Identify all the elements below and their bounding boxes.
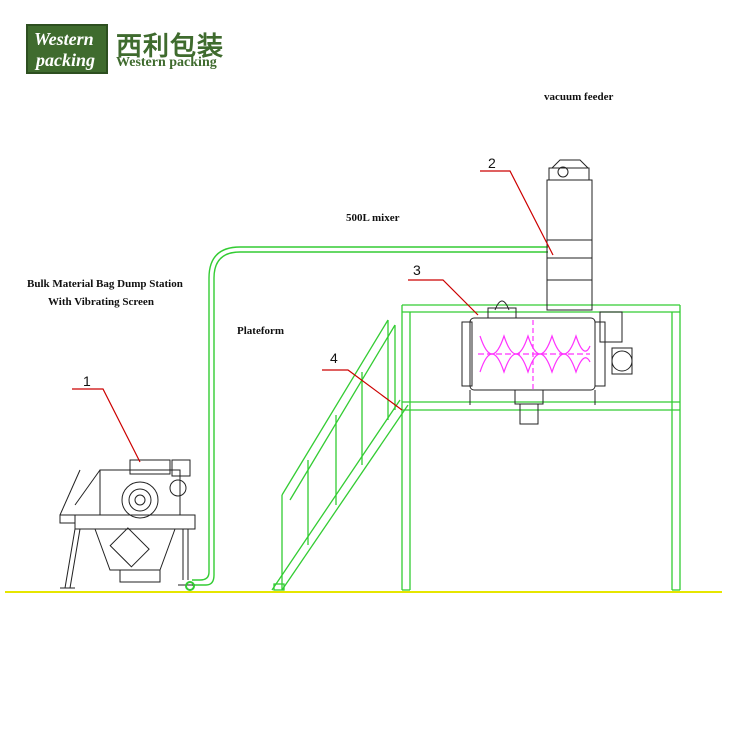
callout-number-4: 4 — [330, 350, 338, 366]
brand-logo-box: Western packing — [26, 24, 108, 74]
vacuum-feeder — [546, 159, 593, 311]
bag-dump-station — [59, 459, 196, 589]
conveying-pipe — [192, 251, 548, 586]
mixer-auger — [478, 320, 591, 390]
platform-frame — [401, 304, 681, 591]
platform-label: Plateform — [237, 325, 285, 337]
callout-number-2: 2 — [488, 155, 496, 171]
stairs — [271, 319, 409, 591]
callout-leaders — [72, 170, 554, 463]
bag-dump-label-line1: Bulk Material Bag Dump Station — [27, 278, 183, 290]
mixer-label: 500L mixer — [346, 212, 400, 224]
callout-number-1: 1 — [83, 373, 91, 389]
brand-logo-line1: Western — [34, 29, 94, 49]
ribbon-mixer — [461, 300, 633, 425]
brand-english-name: Western packing — [116, 55, 217, 70]
brand-logo-line2: packing — [36, 50, 96, 70]
brand-chinese-name: 西利包装 — [116, 32, 225, 62]
bag-dump-label-line2: With Vibrating Screen — [48, 296, 154, 308]
vacuum-feeder-label: vacuum feeder — [544, 91, 614, 103]
callout-number-3: 3 — [413, 262, 421, 278]
